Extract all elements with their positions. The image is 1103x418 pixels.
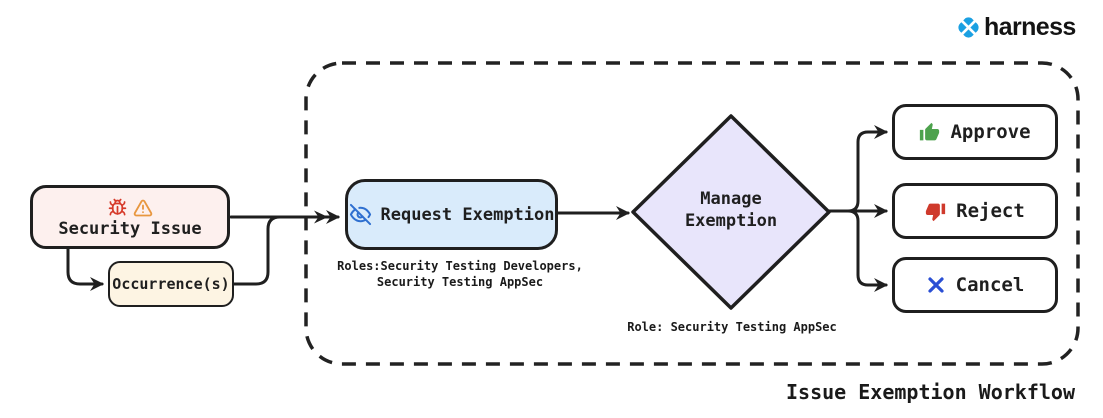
- cancel-label: Cancel: [955, 274, 1025, 296]
- request-exemption-roles-note: Roles:Security Testing Developers, Secur…: [330, 258, 590, 290]
- node-cancel: Cancel: [892, 257, 1058, 313]
- security-issue-icons: [108, 198, 153, 218]
- eye-off-icon: [349, 203, 371, 226]
- thumbs-up-icon: [920, 122, 940, 140]
- node-manage-exemption: Manage Exemption: [631, 188, 831, 232]
- bug-icon: [108, 198, 126, 216]
- warning-icon: [133, 199, 152, 216]
- double-arrowhead-chevron: [314, 210, 328, 224]
- manage-exemption-role-note: Role: Security Testing AppSec: [627, 320, 837, 334]
- security-issue-label: Security Issue: [58, 218, 202, 239]
- manage-exemption-diamond-shape: [631, 114, 831, 310]
- node-occurrences: Occurrence(s): [108, 261, 234, 307]
- node-request-exemption: Request Exemption: [345, 179, 558, 250]
- harness-logo: harness: [955, 13, 1076, 42]
- line-occurrence-merge: [231, 215, 282, 286]
- roles-note-line1: Roles:Security Testing Developers,: [337, 259, 583, 273]
- roles-note-line2: Security Testing AppSec: [376, 275, 544, 289]
- harness-brand-name: harness: [984, 13, 1076, 41]
- occurrences-label: Occurrence(s): [112, 275, 230, 293]
- node-reject: Reject: [892, 183, 1058, 239]
- approve-label: Approve: [950, 121, 1031, 143]
- arrow-to-approve: [846, 125, 888, 213]
- harness-logo-icon: [958, 17, 979, 38]
- manage-exemption-line2: Exemption: [684, 211, 778, 231]
- node-security-issue: Security Issue: [30, 185, 230, 249]
- thumbs-down-icon: [926, 203, 946, 221]
- arrow-to-cancel: [846, 209, 888, 292]
- node-approve: Approve: [892, 104, 1058, 160]
- diagram-title: Issue Exemption Workflow: [786, 380, 1075, 404]
- x-icon: [928, 277, 944, 293]
- request-exemption-label: Request Exemption: [380, 204, 555, 225]
- arrow-security-to-occurrence: [66, 247, 104, 291]
- reject-label: Reject: [956, 200, 1025, 222]
- manage-exemption-line1: Manage: [700, 189, 762, 209]
